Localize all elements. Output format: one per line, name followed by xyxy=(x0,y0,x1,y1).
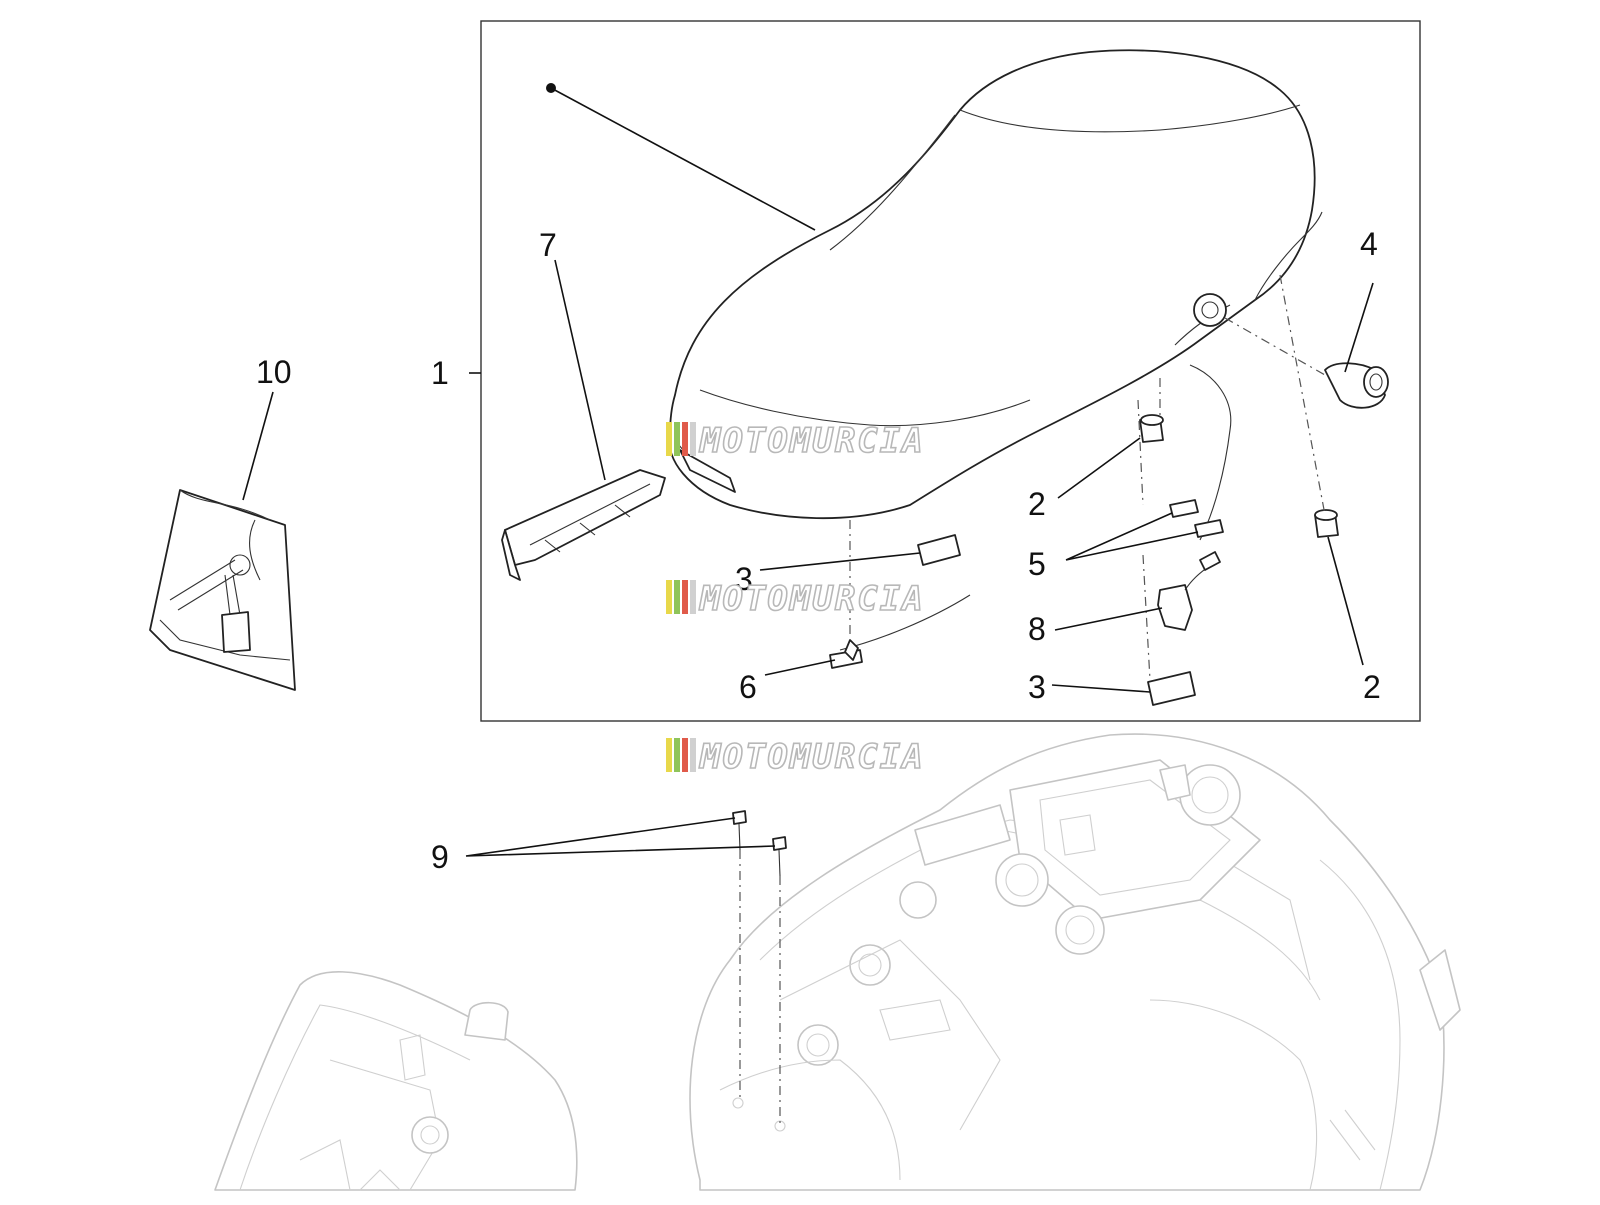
assembly-lines xyxy=(739,274,1326,1125)
watermark-2: MOTOMURCIA xyxy=(666,578,925,620)
callout-2-upper: 2 xyxy=(1028,486,1046,522)
part-9-bolts xyxy=(732,810,787,877)
watermark-stripe xyxy=(690,738,696,772)
inner-frame-ghost xyxy=(214,971,578,1191)
watermark-text: MOTOMURCIA xyxy=(699,579,925,619)
callout-7: 7 xyxy=(539,227,557,263)
callout-8: 8 xyxy=(1028,611,1046,647)
callout-4: 4 xyxy=(1360,226,1378,262)
kit-box xyxy=(480,20,1421,722)
callout-10: 10 xyxy=(256,354,292,390)
part-4-lock xyxy=(1324,362,1389,409)
watermark-stripe xyxy=(674,580,680,614)
watermark-3: MOTOMURCIA xyxy=(666,736,925,778)
watermark-1: MOTOMURCIA xyxy=(666,420,925,462)
leader-lines xyxy=(242,83,1374,857)
part-8-latch xyxy=(1157,551,1221,631)
part-7-bracket xyxy=(501,469,666,581)
callout-6: 6 xyxy=(739,669,757,705)
part-6-cable xyxy=(829,594,971,669)
callout-9: 9 xyxy=(431,839,449,875)
watermark-stripe xyxy=(690,422,696,456)
watermark-stripe xyxy=(682,738,688,772)
watermark-stripe xyxy=(674,738,680,772)
watermark-stripe xyxy=(690,580,696,614)
watermark-stripe xyxy=(666,580,672,614)
callout-labels: 1 7 10 4 2 5 8 3 2 3 6 9 xyxy=(256,226,1381,875)
callout-5: 5 xyxy=(1028,546,1046,582)
scooter-body-ghost xyxy=(689,733,1461,1191)
watermark-stripe xyxy=(682,422,688,456)
watermark-text: MOTOMURCIA xyxy=(699,737,925,777)
watermark-text: MOTOMURCIA xyxy=(699,421,925,461)
seat xyxy=(668,49,1323,541)
watermark-stripe xyxy=(674,422,680,456)
part-10-toolkit xyxy=(149,489,296,691)
part-2-buffers xyxy=(1139,414,1339,538)
watermark-stripe xyxy=(682,580,688,614)
callout-1: 1 xyxy=(431,355,449,391)
callout-3-left: 3 xyxy=(735,561,753,597)
callout-3-right: 3 xyxy=(1028,669,1046,705)
part-3-pads xyxy=(917,534,1196,706)
callout-2-right: 2 xyxy=(1363,669,1381,705)
part-5-clips xyxy=(1169,499,1224,538)
watermark-stripe xyxy=(666,738,672,772)
watermark-stripe xyxy=(666,422,672,456)
